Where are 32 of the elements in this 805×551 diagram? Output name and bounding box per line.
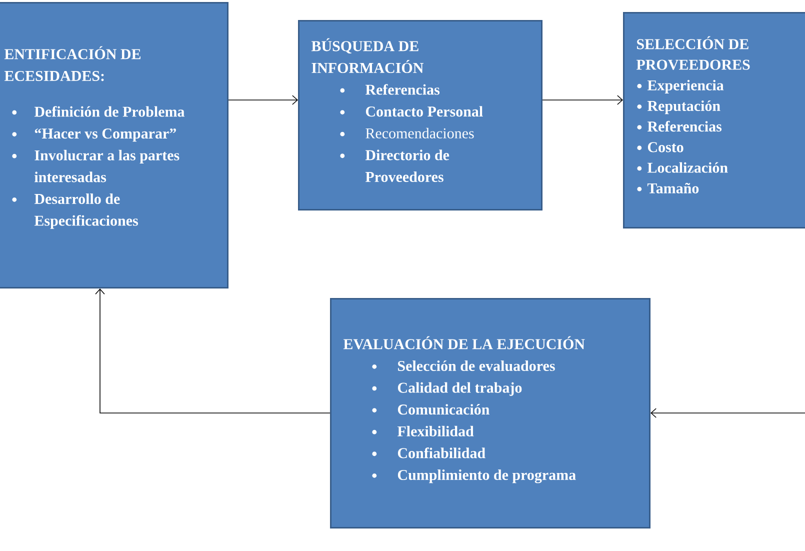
- list-item: Confiabilidad: [372, 448, 486, 458]
- heading-text: ENTIFICACIÓN DE ECESIDADES:: [4, 46, 141, 82]
- list-item: Referencias: [340, 84, 440, 95]
- list-item: Selección de evaluadores: [372, 360, 555, 372]
- process-box: [330, 298, 650, 528]
- list-item: Experiencia: [637, 80, 724, 94]
- heading-text: EVALUACIÓN DE LA EJECUCIÓN: [343, 336, 585, 350]
- list-item: Recomendaciones: [340, 128, 474, 138]
- list-item: Referencias: [637, 120, 722, 132]
- process-box: [0, 2, 228, 288]
- process-box: [298, 20, 542, 210]
- arrow: [95, 288, 330, 414]
- list-item: Costo: [637, 142, 684, 152]
- list-item: Calidad del trabajo: [372, 382, 522, 396]
- list-item: Involucrar a las partes interesadas: [12, 150, 180, 182]
- list-item: “Hacer vs Comparar”: [12, 128, 176, 142]
- list-item: Cumplimiento de programa: [372, 469, 576, 484]
- heading-text: BÚSQUEDA DE INFORMACIÓN: [311, 38, 424, 73]
- list-item: Flexibilidad: [372, 426, 474, 436]
- arrow: [542, 95, 624, 105]
- list-item: Contacto Personal: [340, 106, 483, 117]
- arrow: [228, 95, 298, 105]
- arrow: [650, 408, 805, 418]
- list-item: Tamaño: [637, 182, 699, 194]
- list-item: Comunicación: [372, 404, 490, 415]
- list-item: Definición de Problema: [12, 106, 185, 117]
- list-item: Localización: [637, 162, 728, 173]
- process-box: [623, 12, 805, 228]
- list-item: Reputación: [637, 100, 720, 114]
- heading-text: SELECCIÓN DE PROVEEDORES: [636, 36, 750, 70]
- list-item: Desarrollo de Especificaciones: [12, 193, 138, 229]
- list-item: Directorio de Proveedores: [340, 150, 450, 182]
